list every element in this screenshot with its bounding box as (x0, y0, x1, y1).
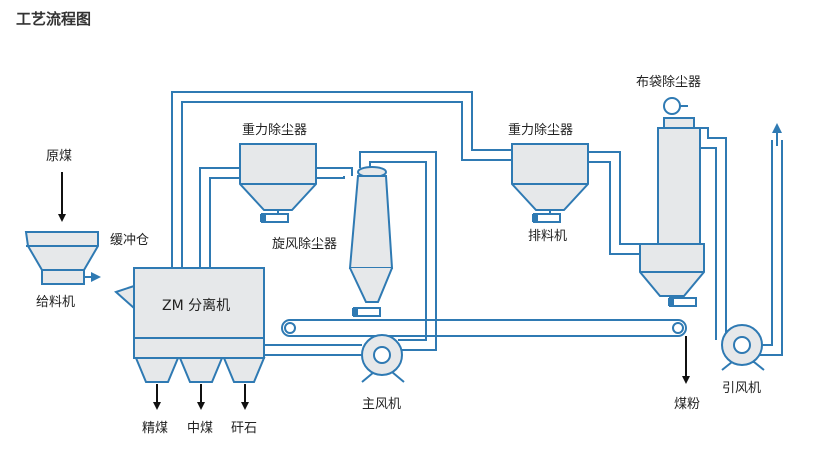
middle-coal-label: 中煤 (187, 421, 213, 436)
bag-filter-label: 布袋除尘器 (636, 75, 701, 90)
flow-arrows (58, 172, 690, 410)
zm-separator (114, 267, 266, 383)
main-fan-label: 主风机 (362, 397, 401, 412)
conveyor-belt (281, 319, 687, 337)
gravity-collector-1-label: 重力除尘器 (242, 122, 307, 138)
induced-fan-label: 引风机 (722, 381, 761, 396)
clean-coal-label: 精煤 (142, 421, 168, 436)
cyclone-label: 旋风除尘器 (272, 237, 337, 252)
induced-fan (721, 324, 765, 371)
main-fan (361, 334, 405, 383)
cyclone-collector (348, 166, 394, 317)
feeder-label: 给料机 (36, 295, 75, 310)
coal-powder-label: 煤粉 (674, 397, 700, 412)
buffer-bin (24, 231, 99, 271)
gravity-collector-2 (511, 143, 589, 223)
buffer-bin-label: 缓冲仓 (110, 233, 149, 248)
gravity-collector-2-label: 重力除尘器 (508, 122, 573, 138)
bag-filter (639, 97, 705, 307)
gravity-collector-1 (239, 143, 317, 223)
separator-label: ZM 分离机 (162, 297, 230, 314)
gangue-label: 矸石 (231, 421, 257, 436)
page-title: 工艺流程图 (16, 10, 92, 28)
raw-coal-label: 原煤 (46, 149, 72, 164)
feeder (41, 269, 101, 285)
discharger-label: 排料机 (528, 229, 567, 244)
